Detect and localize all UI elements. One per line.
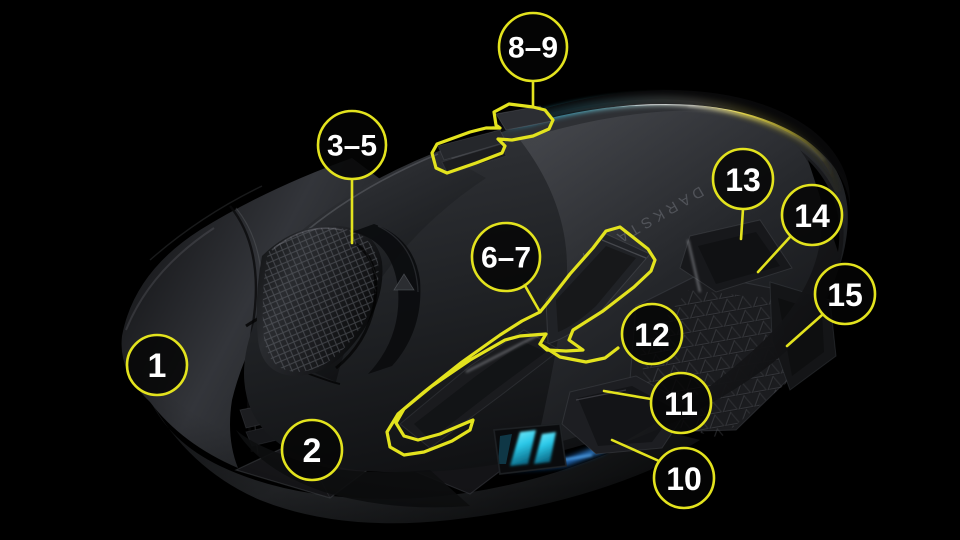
leader-line [610,438,661,463]
callout-number: 8–9 [508,32,558,65]
callout-number: 11 [664,386,698,422]
callout-circle [711,147,775,211]
callout-circle [280,418,344,482]
callout-number: 2 [303,432,322,470]
leader-line [756,235,792,274]
callout-circle [497,11,569,83]
callout-circle [652,446,716,510]
callout-circle [813,262,877,326]
callout-number: 6–7 [481,242,531,275]
callout-badge-6-7[interactable]: 6–7 [470,221,542,293]
callout-badge-3-5[interactable]: 3–5 [316,109,388,181]
highlight-outline [538,342,620,364]
highlight-outline [385,225,657,457]
callout-circle [620,302,684,366]
leader-line [785,313,824,348]
callout-circle [125,333,189,397]
callout-badge-11[interactable]: 11 [649,371,713,435]
callout-badge-12[interactable]: 12 [620,302,684,366]
callout-number: 12 [634,317,670,353]
callout-number: 14 [794,198,830,234]
callout-number: 10 [666,461,702,497]
leader-line [602,389,653,401]
callout-badge-14[interactable]: 14 [780,183,844,247]
leader-line [739,207,745,241]
callout-number: 15 [827,277,863,313]
callout-number: 1 [148,347,167,385]
callout-circle [316,109,388,181]
callout-badge-10[interactable]: 10 [652,446,716,510]
callout-badge-1[interactable]: 1 [125,333,189,397]
leader-line [522,282,542,314]
callout-badge-8-9[interactable]: 8–9 [497,11,569,83]
callout-number: 3–5 [327,130,377,163]
highlight-outline [430,102,555,175]
callout-circle [470,221,542,293]
callout-circle [780,183,844,247]
callout-number: 13 [725,162,761,198]
callout-badge-2[interactable]: 2 [280,418,344,482]
callout-badge-13[interactable]: 13 [711,147,775,211]
callout-badge-15[interactable]: 15 [813,262,877,326]
callout-circle [649,371,713,435]
